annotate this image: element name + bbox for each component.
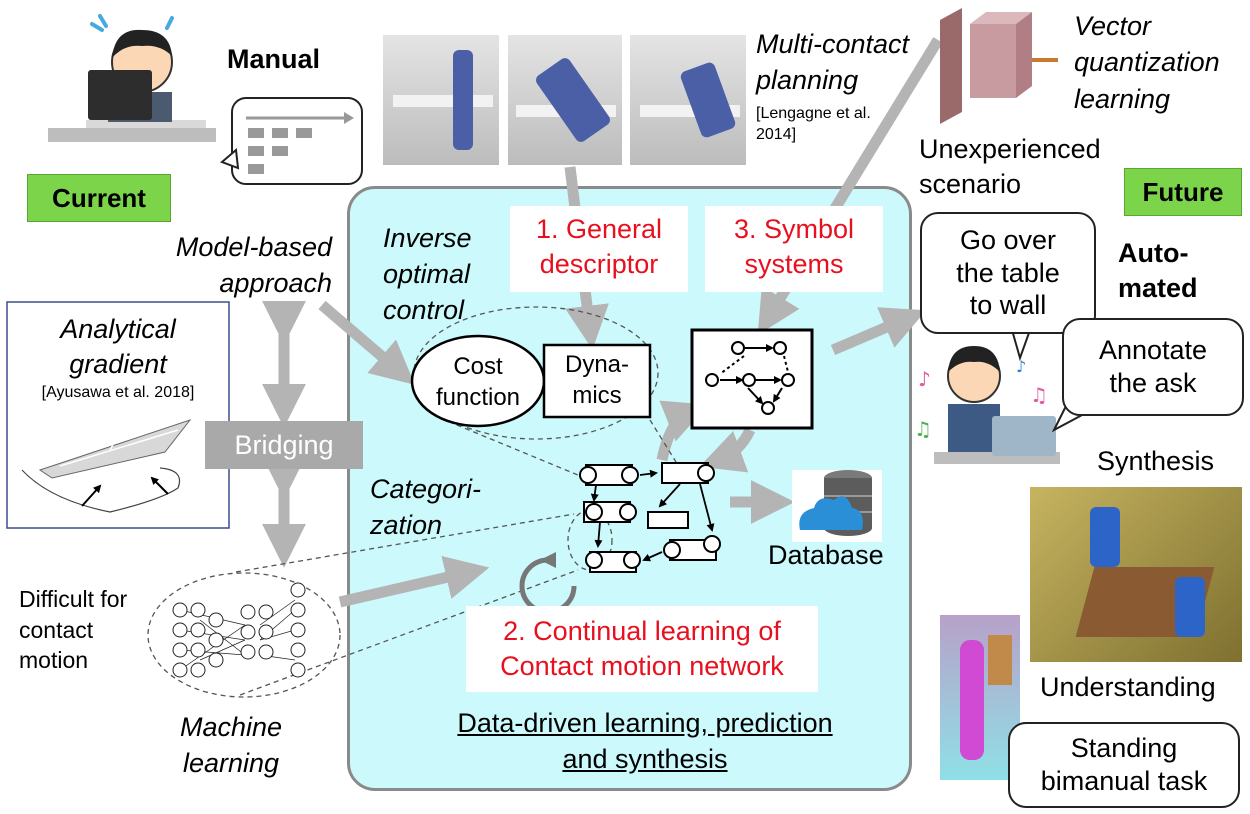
svg-text:♫: ♫ <box>1030 383 1048 407</box>
understanding-label: Understanding <box>1040 672 1216 702</box>
difficult-label: Difficult for contact motion <box>19 584 127 676</box>
symbol-line-2: systems <box>744 249 844 280</box>
vq-line-2: quantization <box>1074 47 1220 78</box>
cost-line-2: function <box>435 383 521 411</box>
machine-line-1: Machine <box>179 712 283 742</box>
unexperienced-line-2: scenario <box>919 169 1022 200</box>
refresh-icon <box>519 557 577 615</box>
standing-line-2: bimanual task <box>1040 766 1208 796</box>
synthesis-render <box>1030 487 1242 662</box>
database-label: Database <box>768 540 884 570</box>
worried-person-illustration <box>48 14 216 142</box>
symbol-line-1: 3. Symbol <box>733 214 855 244</box>
analytical-gradient-label: Analytical gradient <box>7 312 229 382</box>
standing-line-1: Standing <box>1070 733 1178 764</box>
gradient-surface-illustration <box>21 419 192 513</box>
categ-line-2: zation <box>370 509 443 540</box>
difficult-line-2: contact <box>19 616 94 643</box>
categ-line-1: Categori- <box>370 474 482 504</box>
bubble-annotate-line-1: Annotate <box>1098 335 1208 366</box>
svg-text:♪: ♪ <box>1016 357 1026 376</box>
multi-contact-ref-line-1: [Lengagne et al. <box>756 105 871 122</box>
vector-quantization-illustration <box>940 8 1058 124</box>
happy-person-illustration: ♪ ♫ ♫ ♪ <box>914 346 1060 464</box>
standing-bimanual-bubble: Standing bimanual task <box>1008 722 1240 808</box>
unexperienced-label: Unexperienced scenario <box>919 132 1101 202</box>
multi-contact-line-2: planning <box>756 64 859 95</box>
data-driven-caption: Data-driven learning, prediction and syn… <box>395 705 895 777</box>
current-badge: Current <box>27 174 171 222</box>
vector-quantization-label: Vector quantization learning <box>1074 8 1220 117</box>
machine-line-2: learning <box>182 747 280 778</box>
multi-contact-ref-line-2: 2014] <box>756 125 797 143</box>
multi-contact-line-1: Multi-contact <box>756 29 910 59</box>
bubble-go-line-3: to wall <box>969 290 1047 321</box>
vq-line-3: learning <box>1074 83 1171 114</box>
cost-function-label: Cost function <box>412 352 544 413</box>
datadriven-line-2: and synthesis <box>562 744 728 775</box>
analytical-reference: [Ayusawa et al. 2018] <box>41 384 195 401</box>
inverse-line-1: Inverse <box>383 223 472 253</box>
analytical-line-1: Analytical <box>60 314 176 344</box>
manual-label: Manual <box>227 44 321 74</box>
continual-learning-box: 2. Continual learning of Contact motion … <box>466 606 818 692</box>
future-badge: Future <box>1124 168 1242 216</box>
categorization-network <box>579 462 721 573</box>
model-based-line-2: approach <box>219 267 332 298</box>
synthesis-label: Synthesis <box>1097 446 1215 476</box>
datadriven-line-1: Data-driven learning, prediction <box>457 708 833 738</box>
robot-photo-2 <box>508 35 622 165</box>
multi-contact-reference: [Lengagne et al. 2014] <box>756 104 871 146</box>
go-over-table-bubble: Go over the table to wall <box>920 212 1096 334</box>
robot-photo-3 <box>630 35 746 165</box>
unexperienced-line-1: Unexperienced <box>919 134 1101 164</box>
inverse-line-2: optimal <box>383 259 471 290</box>
categorization-label: Categori- zation <box>370 472 481 543</box>
dyn-line-1: Dyna- <box>564 351 630 378</box>
dyn-line-2: mics <box>572 381 622 409</box>
bridging-label: Bridging <box>205 421 363 469</box>
machine-learning-label: Machine learning <box>165 710 297 781</box>
svg-text:♫: ♫ <box>914 417 932 441</box>
model-based-line-1: Model-based <box>175 232 332 262</box>
bubble-go-line-2: the table <box>956 257 1060 288</box>
model-based-label: Model-based approach <box>150 230 332 301</box>
continual-line-1: 2. Continual learning of <box>503 616 781 646</box>
continual-line-2: Contact motion network <box>500 651 784 682</box>
bubble-annotate-line-2: the ask <box>1109 368 1197 398</box>
task-sequence-bubble <box>220 97 363 185</box>
automated-label: Auto- mated <box>1118 236 1198 306</box>
symbol-graph-icon <box>690 328 814 430</box>
inverse-optimal-control-label: Inverse optimal control <box>383 220 472 329</box>
analytical-line-2: gradient <box>69 349 167 380</box>
robot-photo-1 <box>383 35 499 165</box>
svg-text:♪: ♪ <box>918 367 931 391</box>
neural-network-illustration <box>172 582 306 678</box>
dynamics-label: Dyna- mics <box>544 350 650 411</box>
understanding-render <box>940 615 1020 780</box>
analytical-gradient-frame <box>6 301 230 529</box>
annotate-ask-bubble: Annotate the ask <box>1062 318 1244 416</box>
vq-line-1: Vector <box>1074 11 1152 41</box>
symbol-systems-box: 3. Symbol systems <box>705 206 883 292</box>
difficult-line-3: motion <box>19 647 89 674</box>
multi-contact-label: Multi-contact planning <box>756 27 909 98</box>
inverse-line-3: control <box>383 295 465 326</box>
automated-line-2: mated <box>1118 273 1198 304</box>
general-line-1: 1. General <box>535 214 663 244</box>
general-line-2: descriptor <box>539 249 659 280</box>
bubble-go-line-1: Go over <box>959 224 1057 255</box>
general-descriptor-box: 1. General descriptor <box>510 206 688 292</box>
difficult-line-1: Difficult for <box>19 586 128 612</box>
automated-line-1: Auto- <box>1118 238 1189 268</box>
cost-line-1: Cost <box>453 353 503 380</box>
dynamics-box <box>542 343 652 419</box>
database-icon <box>792 470 882 542</box>
